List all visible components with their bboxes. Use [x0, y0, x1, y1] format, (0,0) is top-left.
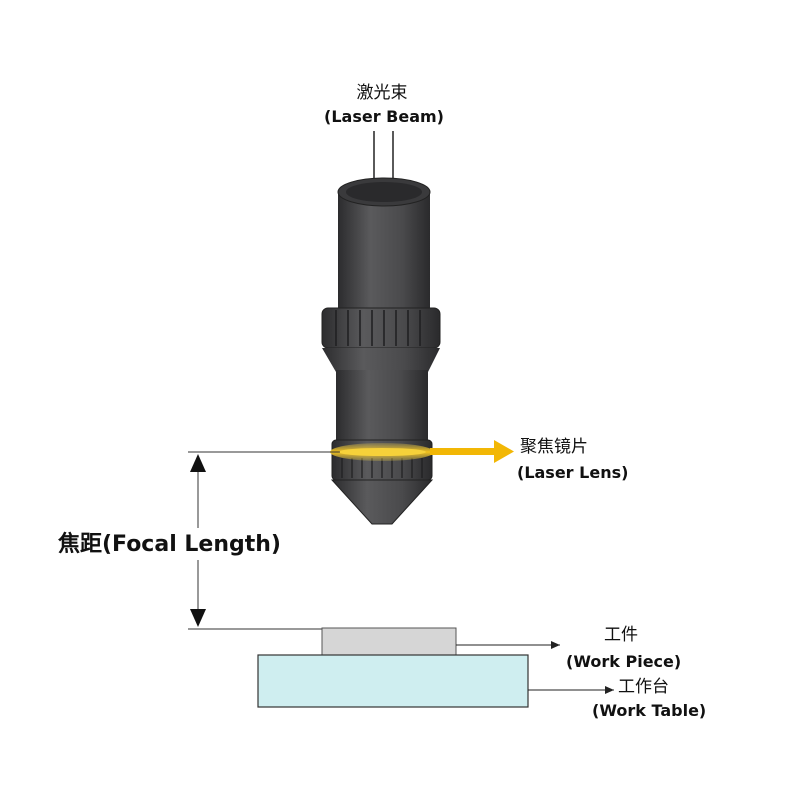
focal-length-label: 焦距(Focal Length) [57, 531, 281, 557]
focal-length-dimension [188, 451, 340, 630]
laser-lens-en-label: (Laser Lens) [517, 463, 628, 482]
laser-beam-cn-label: 激光束 [357, 83, 408, 103]
lens-pointer-arrow [430, 440, 514, 463]
laser-head-nozzle [321, 177, 441, 525]
laser-lens-cn-label: 聚焦镜片 [520, 437, 588, 457]
work-table-cn-label: 工作台 [618, 677, 669, 697]
work-piece-en-label: (Work Piece) [566, 652, 681, 671]
laser-beam-en-label: (Laser Beam) [324, 107, 444, 126]
work-piece-cn-label: 工件 [604, 625, 638, 645]
laser-lens-glow [330, 443, 434, 461]
work-piece [321, 627, 457, 657]
work-table [257, 654, 529, 708]
work-table-en-label: (Work Table) [592, 701, 706, 720]
